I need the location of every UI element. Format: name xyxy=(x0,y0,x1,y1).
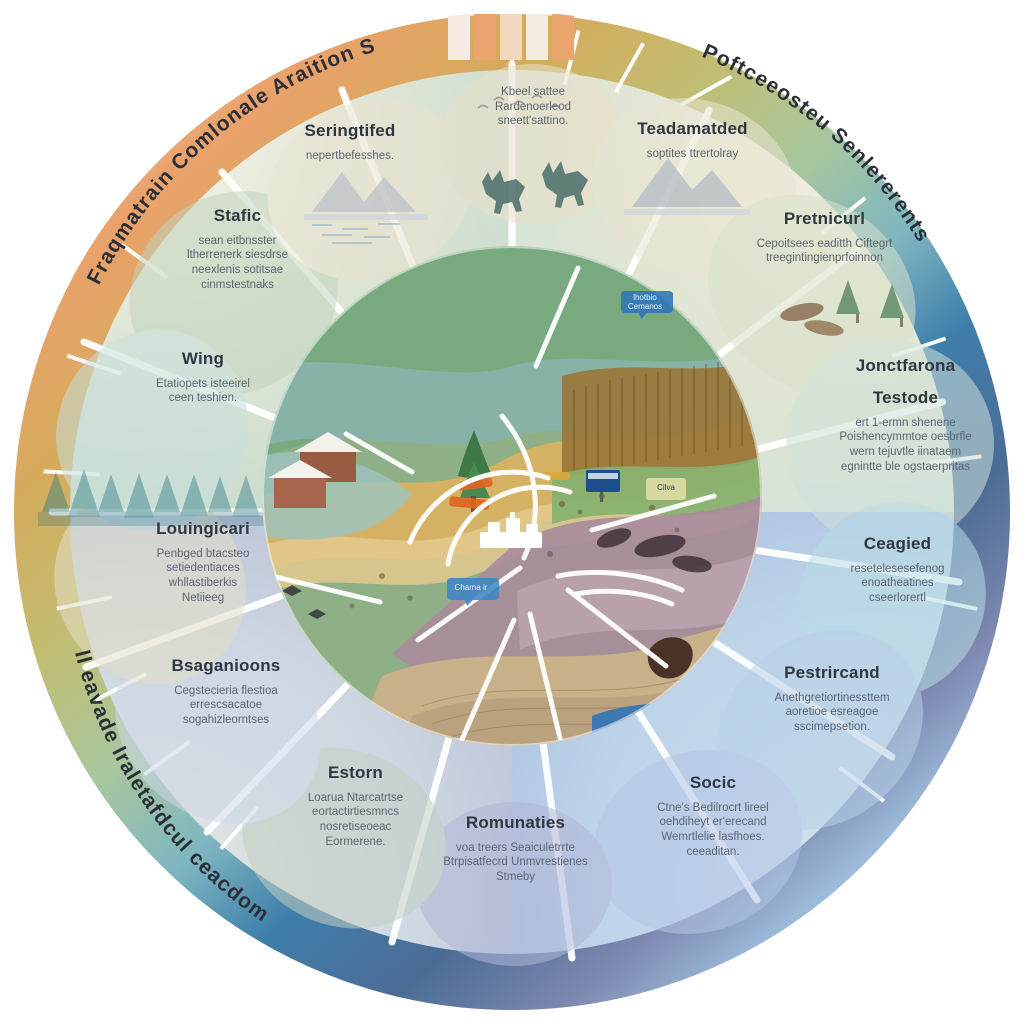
segment-heading: Romunaties xyxy=(465,813,566,832)
segment-heading: Socic xyxy=(689,773,737,792)
segment-seringtified[interactable]: Seringtifed nepertbefesshes. xyxy=(250,120,450,163)
pill-line-1: lhotbio xyxy=(633,293,657,302)
segment-teadamatded[interactable]: Teadamatded soptites ttrertolray xyxy=(590,118,795,161)
pill-line-1: Cilva xyxy=(657,483,675,492)
segment-heading: Teadamatded xyxy=(637,119,748,138)
segment-heading: Pestrircand xyxy=(784,663,880,682)
segment-body: nepertbefesshes. xyxy=(305,149,395,162)
map-pill-site: Cilva xyxy=(646,478,686,502)
pill-line-2: Cemanos xyxy=(627,302,663,312)
central-landscape-illustration xyxy=(262,246,762,746)
segment-heading-secondary: Testode xyxy=(872,387,939,407)
segment-heading: Wing xyxy=(181,349,225,368)
pill-line-1: Charna ir xyxy=(454,583,488,592)
segment-heading: Jonctfarona xyxy=(855,356,956,375)
segment-heading: Estorn xyxy=(327,763,384,782)
segment-heading: Seringtifed xyxy=(304,121,396,140)
circular-wheel xyxy=(12,12,1012,1012)
segment-heading: Ceagied xyxy=(863,534,932,553)
map-pill-habitat: lhotbio Cemanos xyxy=(617,289,673,321)
segment-heading: Louingicari xyxy=(156,519,250,538)
segment-body: soptites ttrertolray xyxy=(646,147,739,160)
segment-heading: Bsaganioons xyxy=(171,656,281,675)
map-pill-channel: Charna ir xyxy=(443,576,499,608)
segment-heading: Stafic xyxy=(213,206,262,225)
segment-heading: Pretnicurl xyxy=(783,209,866,228)
